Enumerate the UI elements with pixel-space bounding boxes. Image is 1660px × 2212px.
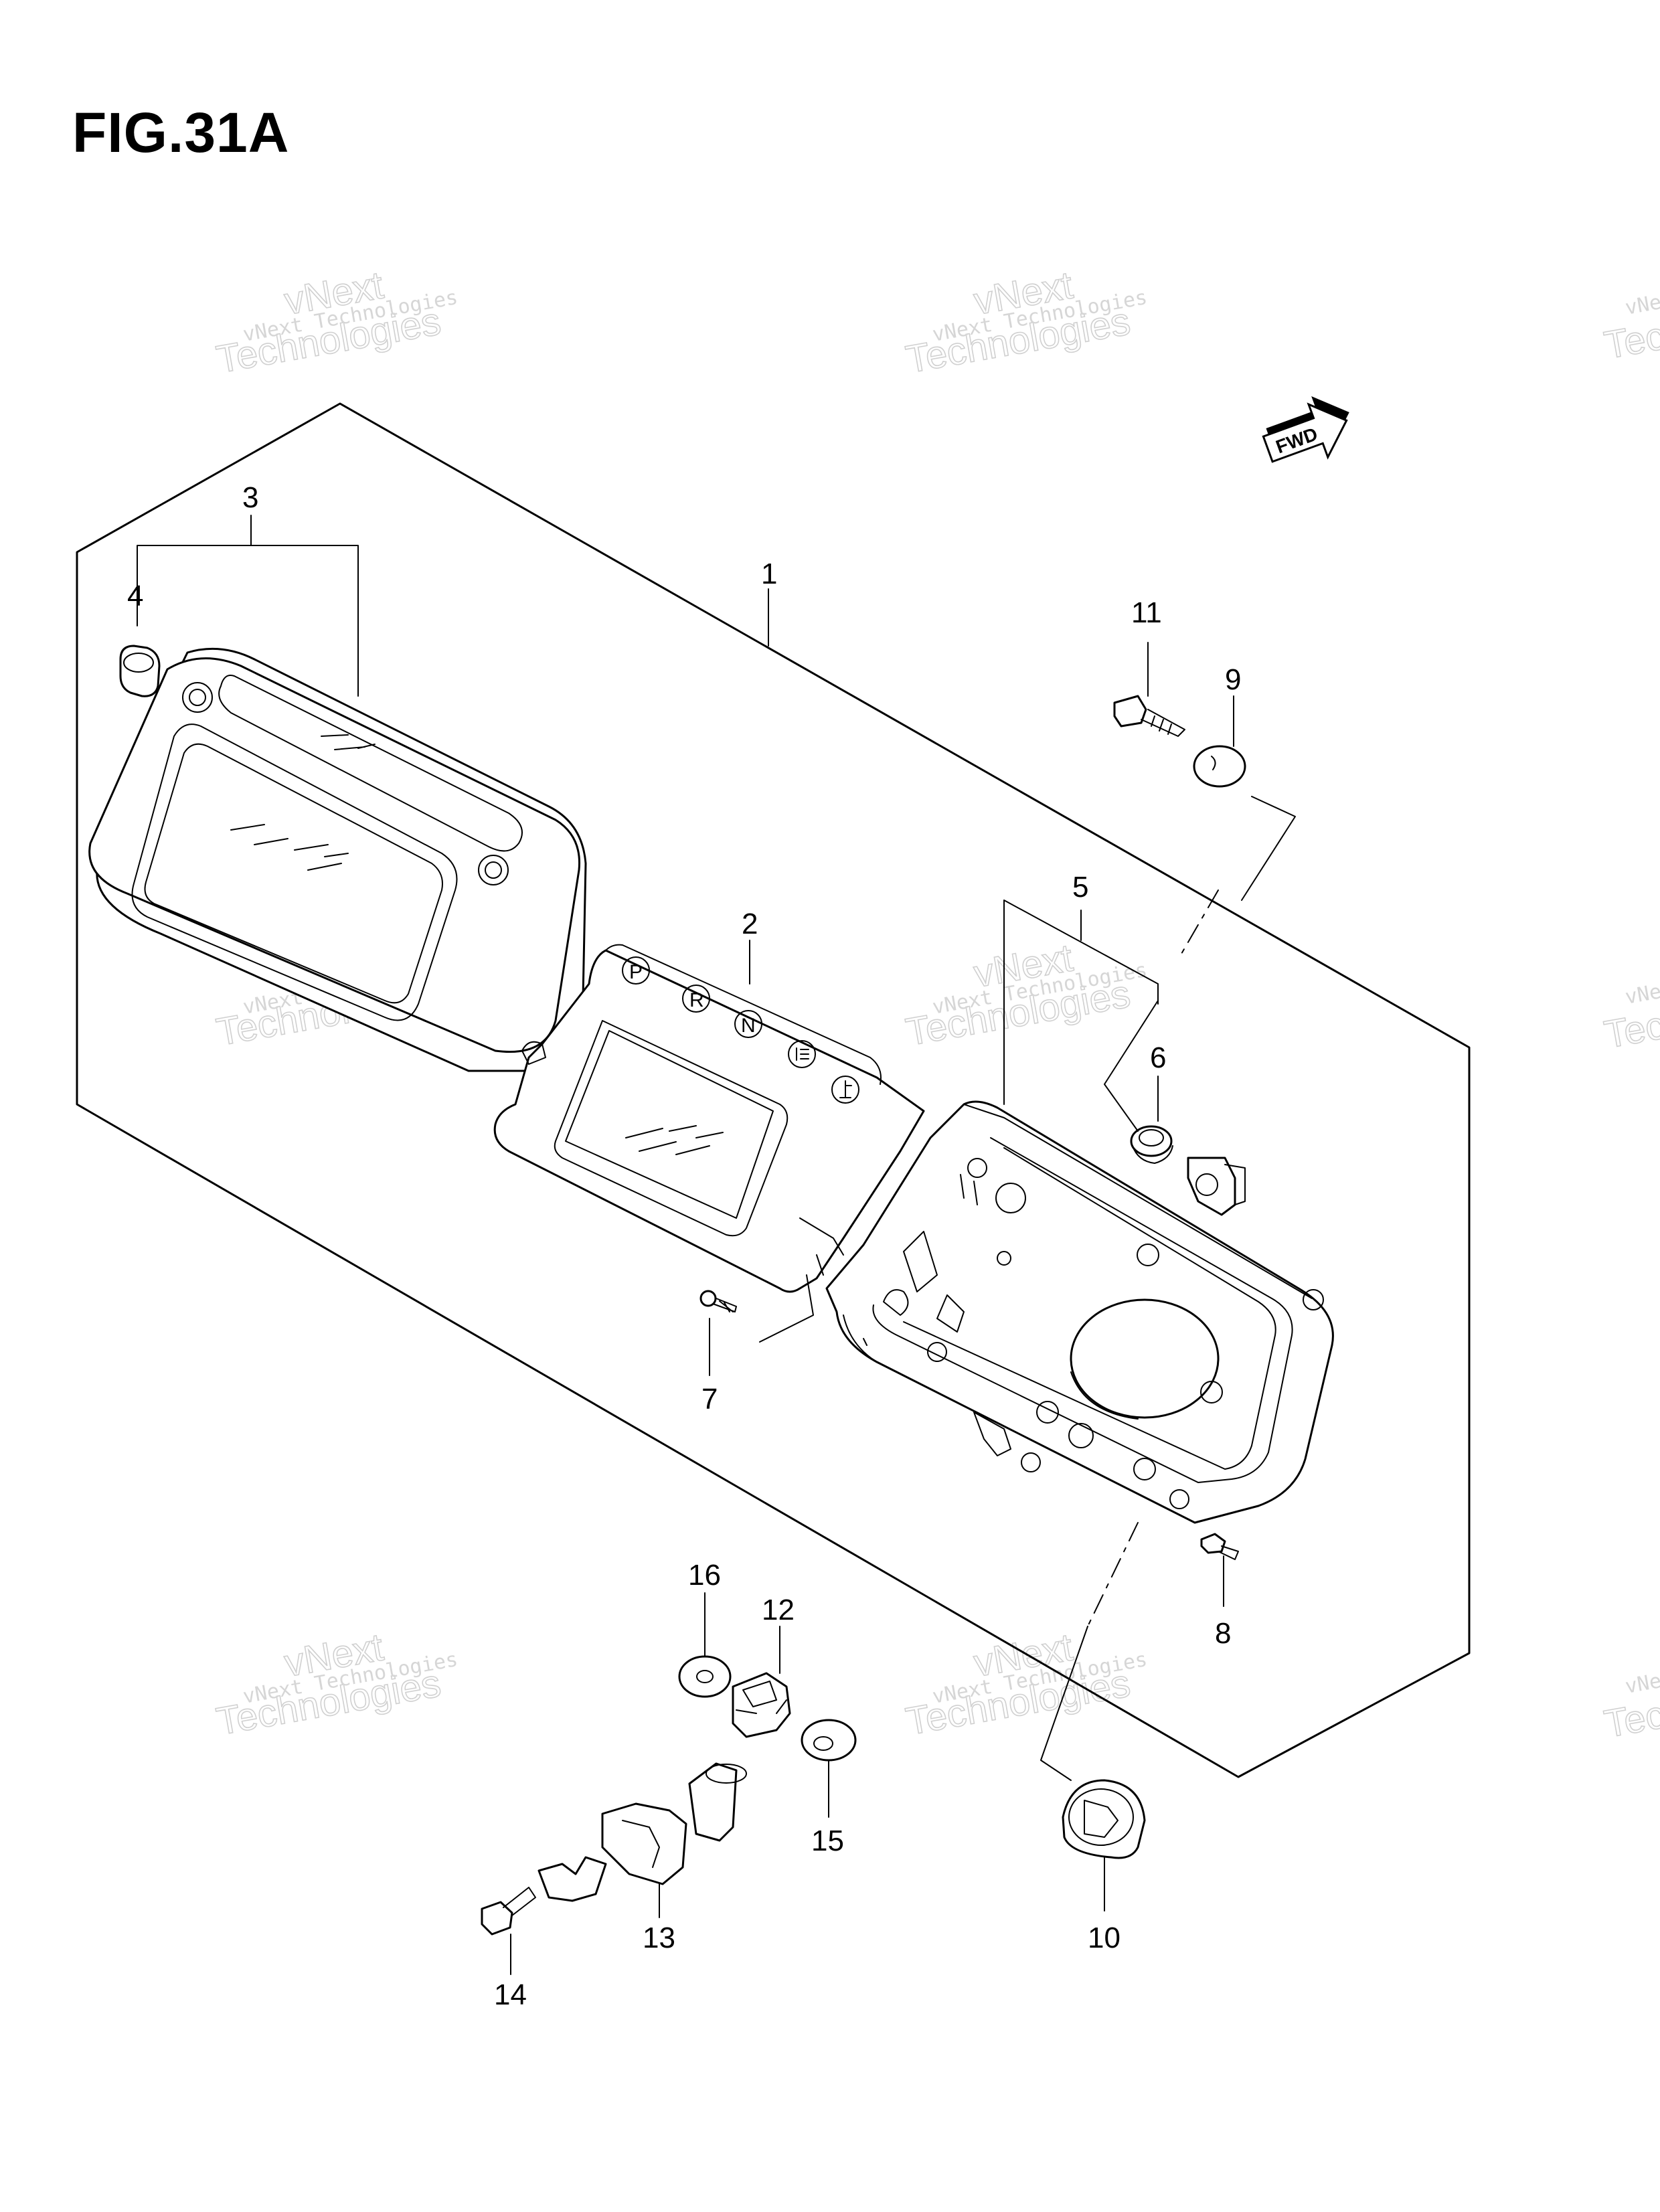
washer-part-16 [678,1655,732,1698]
grommet-part-6 [1130,1125,1173,1164]
watermark: vNext Technologies vNext Technologies [902,936,1149,1055]
callout-10: 10 [1088,1922,1120,1954]
watermark: vNext Technologies Technologies [1600,948,1660,1057]
callout-5: 5 [1072,871,1088,904]
grommet-part-10 [1062,1779,1146,1859]
callout-13: 13 [643,1922,675,1954]
callout-2: 2 [742,908,758,940]
indicator-panel-part-2: P R N [493,944,925,1293]
watermark: vNext Technologies vNext Technologies [902,263,1149,382]
cap-part-9 [1193,745,1246,788]
bolt-part-11 [1113,695,1185,737]
svg-text:P: P [629,961,643,983]
svg-text:vNext Technologies: vNext Technologies [1623,259,1660,320]
svg-text:R: R [689,989,704,1011]
rotor-part-12 [732,1672,791,1738]
callout-8: 8 [1215,1617,1231,1650]
gear-indicator-n: N [734,1010,762,1038]
gear-indicator-p: P [622,956,650,985]
callout-14: 14 [494,1978,527,2011]
callout-6: 6 [1150,1041,1166,1074]
speed-sensor-part-13 [537,1762,747,1902]
callout-7: 7 [701,1383,718,1416]
meter-cover-part-3 [88,647,587,1072]
callout-4: 4 [127,580,143,612]
svg-text:N: N [741,1015,756,1037]
leader-lines [137,515,1296,1975]
bolt-part-14 [481,1887,536,1936]
meter-case-part-5 [825,1100,1334,1524]
svg-text:vNext Technologies: vNext Technologies [1623,1638,1660,1699]
watermark: vNext Technologies vNext Technologies [902,1625,1149,1744]
callout-1: 1 [761,558,777,590]
figure-title: FIG.31A [72,101,290,164]
temperature-icon [831,1076,859,1104]
watermark: vNext Technologies vNext Technologies [213,1625,460,1744]
watermark: vNext Technologies vNext Technologies [213,263,460,382]
screw-part-8 [1200,1533,1239,1560]
forward-arrow-icon: FWD [1262,396,1349,463]
watermark: vNext Technologies Technologies [1600,259,1660,368]
svg-text:vNext Technologies: vNext Technologies [1623,948,1660,1009]
callout-12: 12 [762,1594,795,1626]
callout-3: 3 [242,481,258,514]
callout-16: 16 [688,1559,721,1592]
callout-11: 11 [1131,596,1162,629]
callout-15: 15 [811,1824,844,1857]
watermark: vNext Technologies Technologies [1600,1638,1660,1747]
gear-indicator-r: R [682,985,710,1013]
callout-labels: 1 2 3 4 5 6 7 8 9 10 11 12 13 14 15 16 [127,481,1241,2011]
screw-part-7 [699,1290,737,1312]
high-beam-icon [788,1040,816,1068]
callout-9: 9 [1225,663,1241,696]
assembly-outline [76,402,1471,1778]
washer-part-15 [801,1719,857,1762]
knob-part-4 [119,645,161,697]
